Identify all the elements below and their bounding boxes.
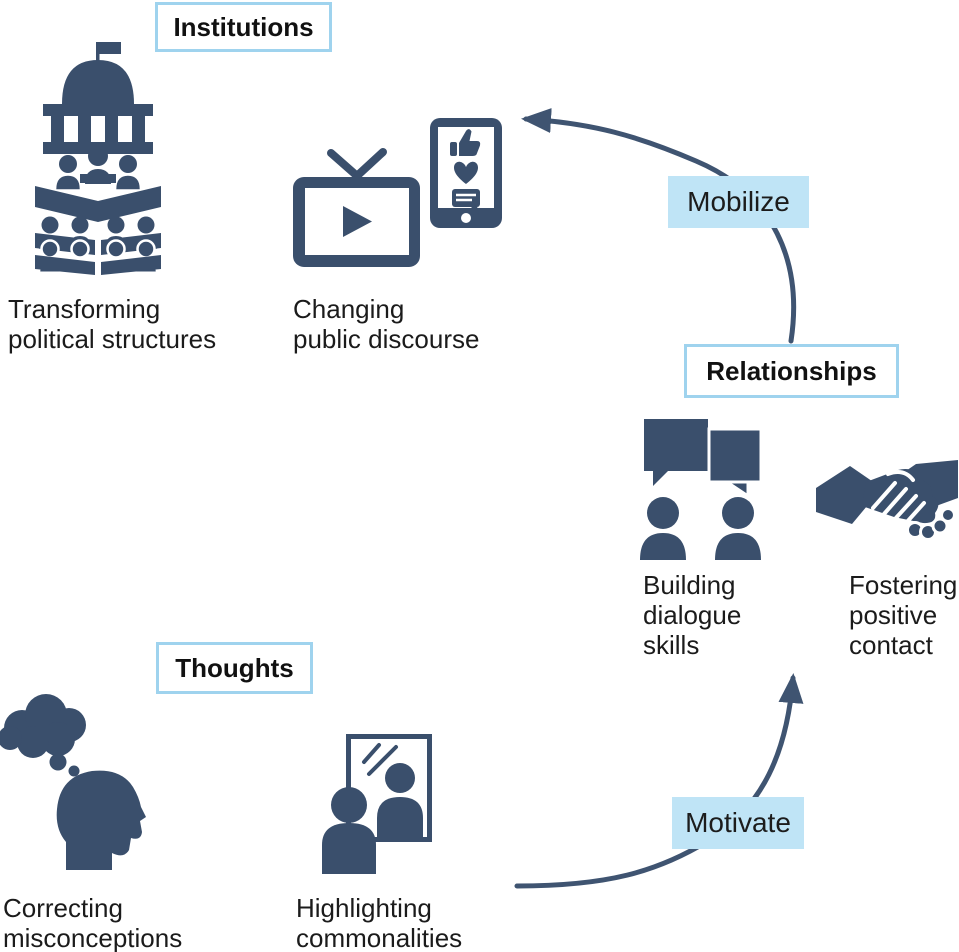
label-institutions: Institutions bbox=[155, 2, 332, 52]
arrow-mobilize-curve bbox=[521, 108, 797, 344]
caption-building-dialogue-skills: Building dialogue skills bbox=[643, 570, 742, 660]
caption-fostering-positive-contact: Fostering positive contact bbox=[849, 570, 958, 660]
tv-play-icon bbox=[290, 148, 424, 270]
label-relationships-text: Relationships bbox=[706, 355, 877, 386]
dialogue-people-icon bbox=[630, 417, 770, 562]
label-institutions-text: Institutions bbox=[173, 11, 314, 42]
arrow-motivate-curve bbox=[514, 673, 804, 889]
label-mobilize: Mobilize bbox=[668, 176, 809, 228]
mirror-reflection-icon bbox=[316, 722, 436, 874]
handshake-icon bbox=[816, 458, 958, 556]
caption-highlighting-commonalities: Highlighting commonalities bbox=[296, 893, 463, 952]
label-thoughts: Thoughts bbox=[156, 642, 313, 694]
caption-correcting-misconceptions: Correcting misconceptions bbox=[3, 893, 183, 952]
parliament-icon bbox=[28, 40, 168, 275]
caption-transforming-political-structures: Transforming political structures bbox=[8, 294, 217, 354]
caption-changing-public-discourse: Changing public discourse bbox=[293, 294, 480, 354]
label-mobilize-text: Mobilize bbox=[687, 186, 790, 217]
label-thoughts-text: Thoughts bbox=[175, 652, 294, 683]
label-relationships: Relationships bbox=[684, 344, 899, 398]
label-motivate: Motivate bbox=[672, 797, 804, 849]
smartphone-social-icon bbox=[428, 116, 504, 230]
thinking-head-icon bbox=[0, 692, 150, 874]
label-motivate-text: Motivate bbox=[685, 807, 791, 838]
